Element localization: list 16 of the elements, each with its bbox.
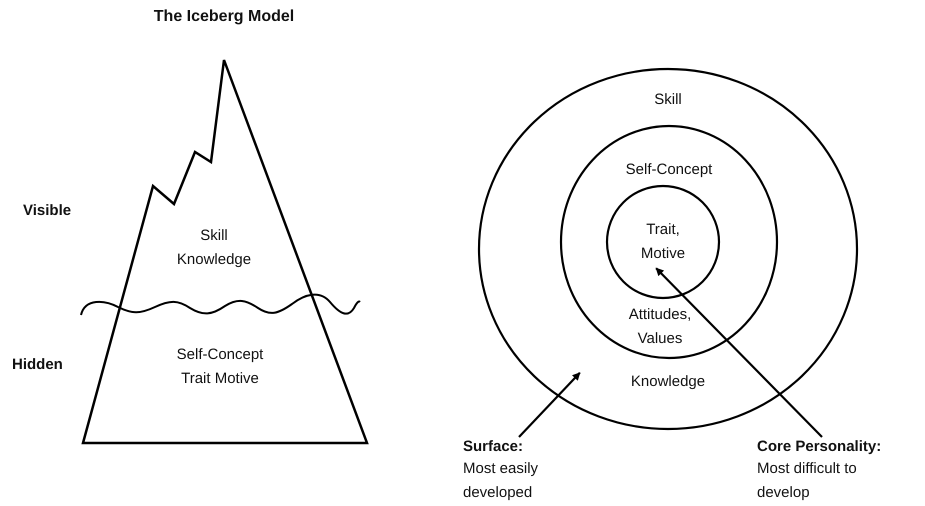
arrow [655, 267, 823, 438]
node-label: Most easily developed [463, 459, 540, 503]
node-label: Most difficult to develop [757, 459, 858, 503]
node-label: Self-Concept [624, 160, 714, 180]
arrow [518, 372, 581, 438]
node-label: Trait, Motive [640, 220, 686, 264]
annotation-heading: Core Personality: [757, 437, 882, 457]
node-label: Knowledge [630, 372, 706, 392]
zone-label: Visible [23, 202, 72, 219]
zone-label: Hidden [12, 356, 63, 373]
diagram-title: The Iceberg Model [152, 8, 296, 26]
annotation-heading: Surface: [463, 437, 524, 457]
node-label: Skill [653, 90, 683, 110]
node-label: Self-Concept Trait Motive [176, 345, 264, 389]
node-label: Attitudes, Values [628, 305, 692, 349]
node-label: Skill Knowledge [176, 226, 252, 270]
